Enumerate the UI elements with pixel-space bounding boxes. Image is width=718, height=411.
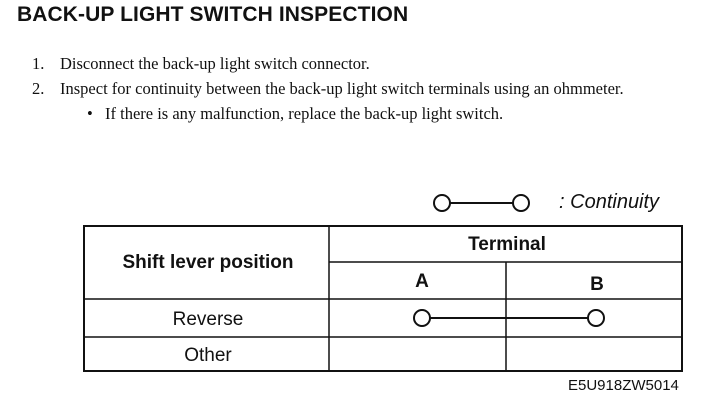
header-terminal-b: B <box>590 274 604 295</box>
header-shift-lever-position: Shift lever position <box>122 252 294 273</box>
step-number: 1. <box>32 54 45 73</box>
page-title: BACK-UP LIGHT SWITCH INSPECTION <box>17 3 409 26</box>
step-number: 2. <box>32 79 45 98</box>
legend-label: : Continuity <box>559 191 659 214</box>
step-1: 1. Disconnect the back-up light switch co… <box>32 51 624 76</box>
bullet-note: • If there is any malfunction, replace th… <box>32 101 624 126</box>
bullet-dot: • <box>87 104 93 123</box>
continuity-table <box>83 225 683 372</box>
figure-code: E5U918ZW5014 <box>568 377 679 394</box>
legend-colon: : <box>559 191 565 213</box>
header-terminal: Terminal <box>468 234 546 255</box>
step-text: Inspect for continuity between the back-… <box>60 79 624 98</box>
continuity-symbol-icon <box>433 194 530 212</box>
row-other-label: Other <box>184 345 232 366</box>
row-reverse-label: Reverse <box>172 309 244 330</box>
instruction-steps: 1. Disconnect the back-up light switch co… <box>32 51 624 126</box>
step-text: Disconnect the back-up light switch conn… <box>60 54 370 73</box>
header-terminal-a: A <box>415 271 429 292</box>
continuity-legend: : Continuity <box>433 189 673 219</box>
step-2: 2. Inspect for continuity between the bac… <box>32 76 624 101</box>
bullet-text: If there is any malfunction, replace the… <box>105 104 504 123</box>
reverse-continuity-icon <box>413 309 605 327</box>
legend-continuity-text: Continuity <box>570 191 660 213</box>
